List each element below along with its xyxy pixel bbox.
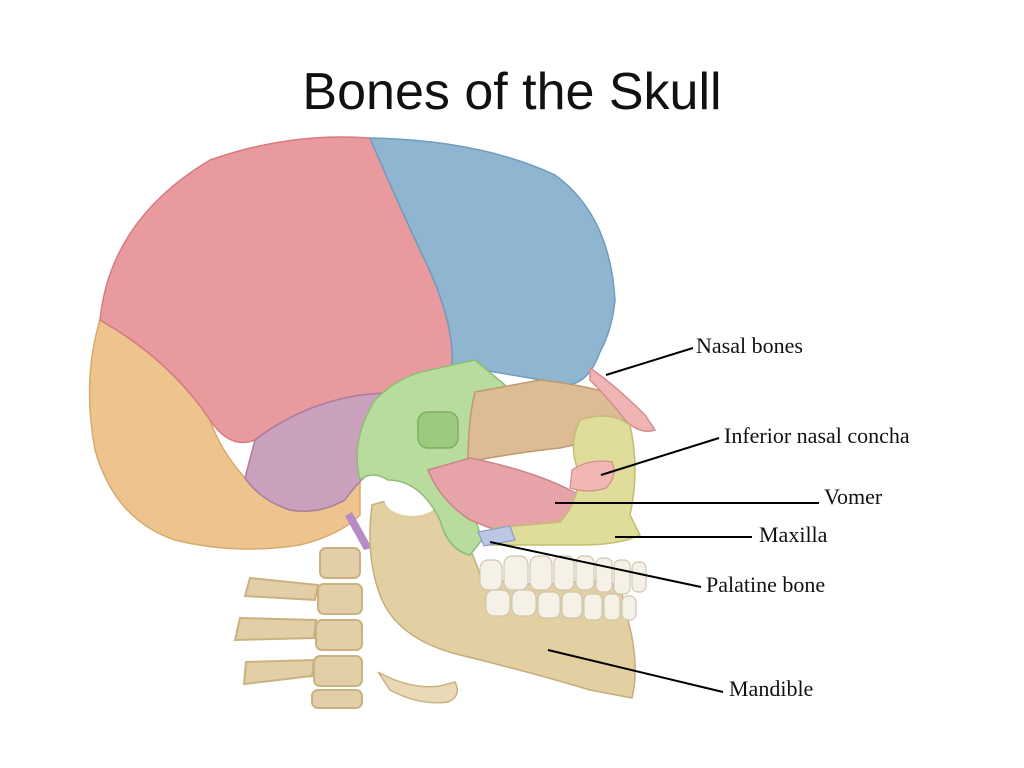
frontal-bone xyxy=(368,137,616,386)
leader-nasal-bones xyxy=(605,347,694,376)
leader-inferior-nasal-concha xyxy=(600,437,720,476)
label-mandible: Mandible xyxy=(729,676,814,701)
label-maxilla: Maxilla xyxy=(759,522,828,547)
label-nasal-bones: Nasal bones xyxy=(696,333,803,358)
hyoid-bone xyxy=(377,671,459,704)
maxilla-bone xyxy=(487,415,642,546)
ethmoid-bone xyxy=(467,379,626,463)
leader-lines xyxy=(489,347,819,693)
leader-palatine-bone xyxy=(489,541,702,588)
label-inferior-nasal-concha: Inferior nasal concha xyxy=(724,423,910,448)
styloid-process xyxy=(345,512,372,550)
leader-mandible xyxy=(547,649,724,693)
sphenoid-sinus xyxy=(417,411,459,449)
cervical-spine xyxy=(233,547,363,709)
nasal-bone xyxy=(589,366,657,432)
label-vomer: Vomer xyxy=(824,484,883,509)
label-palatine-bone: Palatine bone xyxy=(706,572,826,597)
palatine-bone-shape xyxy=(477,525,516,547)
slide-title: Bones of the Skull xyxy=(302,63,722,121)
inferior-nasal-concha-bone xyxy=(569,460,615,492)
